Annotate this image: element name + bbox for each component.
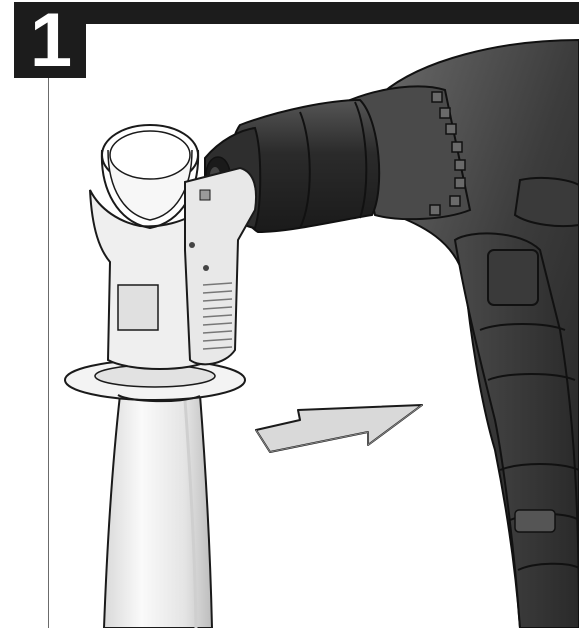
rotary-hammer-drill-icon [204,38,579,628]
step-number-badge: 1 [14,2,86,80]
arrow-right-icon [255,404,423,453]
step-header-bar [14,2,579,24]
step-number: 1 [29,0,72,83]
step-left-rule [48,78,49,628]
auxiliary-side-handle-icon [64,124,258,628]
